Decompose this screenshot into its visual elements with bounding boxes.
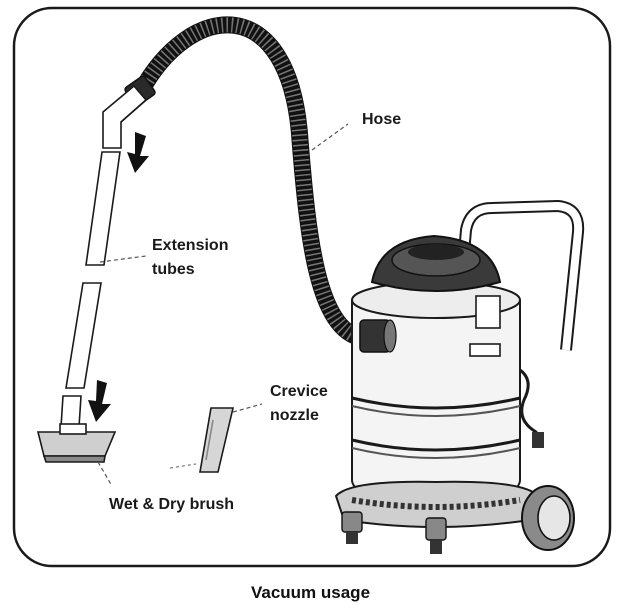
frame [12,6,612,568]
crevice-ground-line [169,463,197,469]
extension-tubes-label-line1: Extension [152,237,229,254]
brush-leader-line [97,461,113,487]
vacuum-canister [351,200,585,504]
wet-dry-brush [36,423,117,463]
figure-caption: Vacuum usage [250,583,371,602]
crevice-leader-line [232,403,263,413]
wand-assembly [60,84,148,428]
hose-label: Hose [362,111,402,128]
crevice-nozzle [199,407,235,473]
wet-dry-brush-label: Wet & Dry brush [109,496,235,513]
crevice-nozzle-label-line2: nozzle [270,407,319,424]
hose [124,16,371,347]
arrow-down-icon-lower [88,380,111,422]
extension-tubes-label-line2: tubes [152,261,195,278]
tubes-leader-line [99,255,147,263]
arrow-down-icon [127,132,149,173]
vacuum-base [334,480,575,554]
hose-leader-line [311,123,349,151]
crevice-nozzle-label-line1: Crevice [270,383,328,400]
